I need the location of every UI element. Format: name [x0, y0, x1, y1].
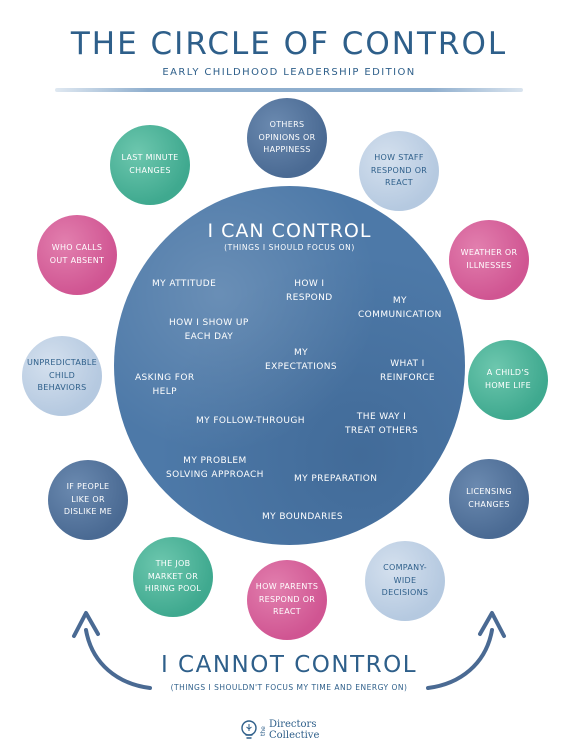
can-control-subtitle: (THINGS I SHOULD FOCUS ON) — [224, 243, 355, 252]
left-arrowhead-icon — [72, 611, 100, 638]
cannot-control-title: I CANNOT CONTROL — [160, 652, 418, 678]
directors-collective-logo: the Directors Collective — [240, 716, 340, 744]
can-control-title: I CAN CONTROL — [207, 220, 372, 242]
right-arrowhead-icon — [478, 611, 506, 638]
can-control-item: MY ATTITUDE — [152, 279, 217, 289]
logo-line-1: Directors — [269, 719, 317, 730]
bulb-icon — [241, 720, 257, 739]
can-control-item: MY BOUNDARIES — [262, 512, 343, 522]
left-arrow-icon — [84, 628, 152, 690]
can-control-item: MY PREPARATION — [294, 474, 378, 484]
page-subtitle: EARLY CHILDHOOD LEADERSHIP EDITION — [162, 67, 416, 78]
can-control-circle: I CAN CONTROL (THINGS I SHOULD FOCUS ON)… — [114, 186, 465, 545]
title-underline — [55, 88, 523, 92]
right-arrow-icon — [426, 628, 494, 690]
can-control-item: MY FOLLOW-THROUGH — [196, 416, 305, 426]
cannot-control-subtitle: (THINGS I SHOULDN'T FOCUS MY TIME AND EN… — [170, 683, 408, 692]
logo-line-2: Collective — [269, 730, 320, 741]
logo-small-text: the — [260, 726, 267, 736]
page-title: THE CIRCLE OF CONTROL — [70, 26, 508, 62]
